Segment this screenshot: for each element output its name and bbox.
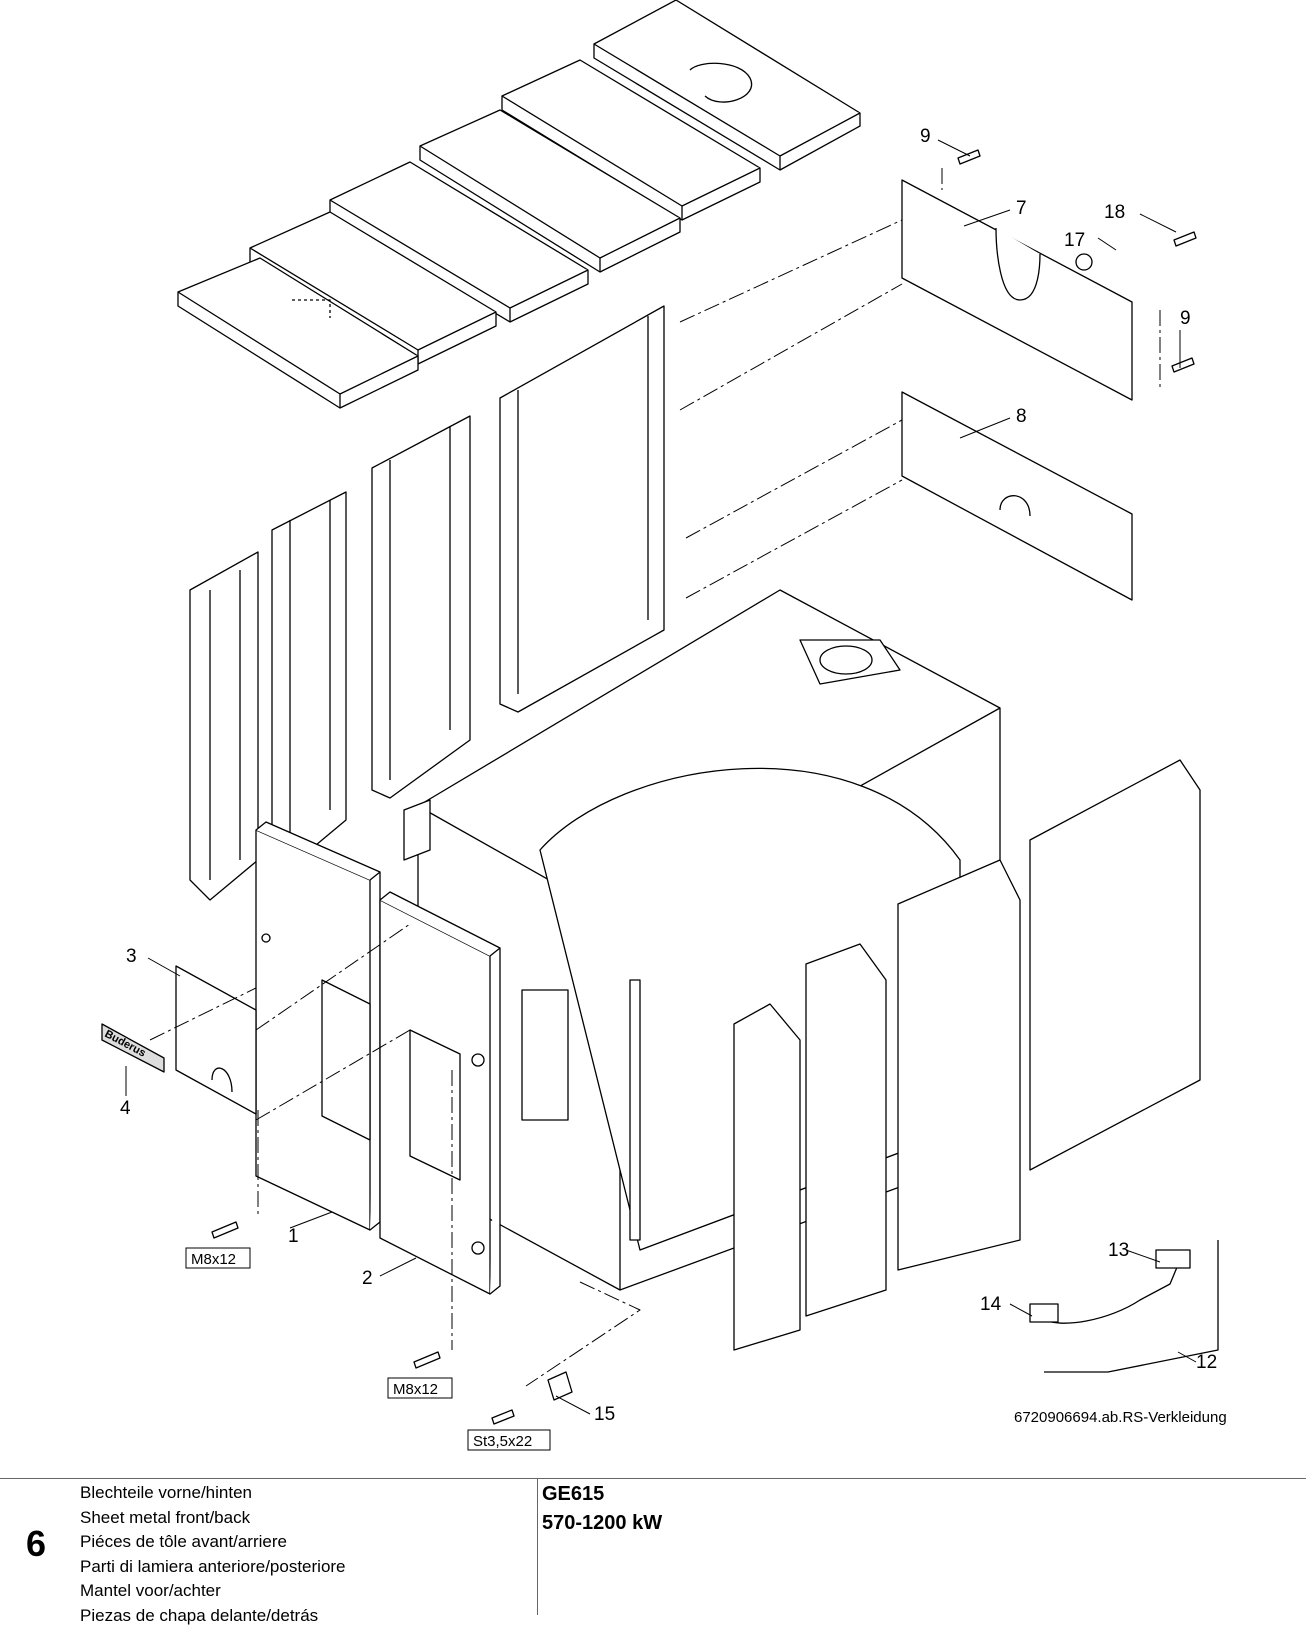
title-fr: Piéces de tôle avant/arriere [80,1532,287,1552]
title-es: Piezas de chapa delante/detrás [80,1605,319,1625]
right-side-panels [733,759,1201,1351]
callout-14: 14 [980,1294,1002,1315]
callout-3: 3 [126,946,137,967]
callout-4: 4 [120,1098,131,1119]
screw-label-m8x12-bottom: M8x12 [393,1381,438,1398]
callout-12: 12 [1196,1352,1217,1373]
logo-plate-4 [101,1023,165,1073]
front-plate-3 [175,965,257,1115]
callout-2: 2 [362,1268,373,1289]
callout-1: 1 [288,1226,299,1247]
figure-code: 6720906694.ab.RS-Verkleidung [1014,1409,1227,1426]
rear-panel-7 [901,179,1133,401]
title-en: Sheet metal front/back [80,1507,251,1527]
callout-8: 8 [1016,406,1027,427]
screw-label-st35x22: St3,5x22 [473,1433,532,1450]
title-block: 6 Blechteile vorne/hinten Sheet metal fr… [0,1478,1306,1625]
title-block-divider [537,1479,538,1615]
callouts: 1 2 3 4 7 8 9 9 12 13 14 15 17 18 [120,126,1217,1425]
side-wall-panels [189,305,665,901]
section-titles: Blechteile vorne/hinten Sheet metal fron… [80,1481,346,1629]
screws [211,149,1197,1425]
front-panel-2 [379,891,501,1295]
screw-labels: M8x12 M8x12 St3,5x22 [185,1247,551,1451]
section-number: 6 [26,1523,47,1564]
callout-9-top: 9 [920,126,931,147]
assembly-lines [149,168,1161,1387]
front-panel-1 [255,821,381,1231]
callout-17: 17 [1064,230,1085,251]
callout-15: 15 [594,1404,615,1425]
title-it: Parti di lamiera anteriore/posteriore [80,1556,346,1576]
rear-panel-8 [901,391,1133,601]
exploded-view-drawing: 1 2 3 4 7 8 9 9 12 13 14 15 17 18 M8x12 … [101,0,1227,1451]
screw-label-m8x12-left: M8x12 [191,1251,236,1268]
title-de: Blechteile vorne/hinten [80,1483,253,1502]
callout-13: 13 [1108,1240,1129,1261]
power-range: 570-1200 kW [542,1512,663,1534]
leader-lines [125,139,1197,1415]
callout-7: 7 [1016,198,1027,219]
model-name: GE615 [542,1483,605,1505]
callout-18: 18 [1104,202,1125,223]
top-cover-plates [177,0,861,409]
cable-assembly [1029,1240,1219,1373]
callout-9-right: 9 [1180,308,1191,329]
title-nl: Mantel voor/achter [80,1581,221,1601]
